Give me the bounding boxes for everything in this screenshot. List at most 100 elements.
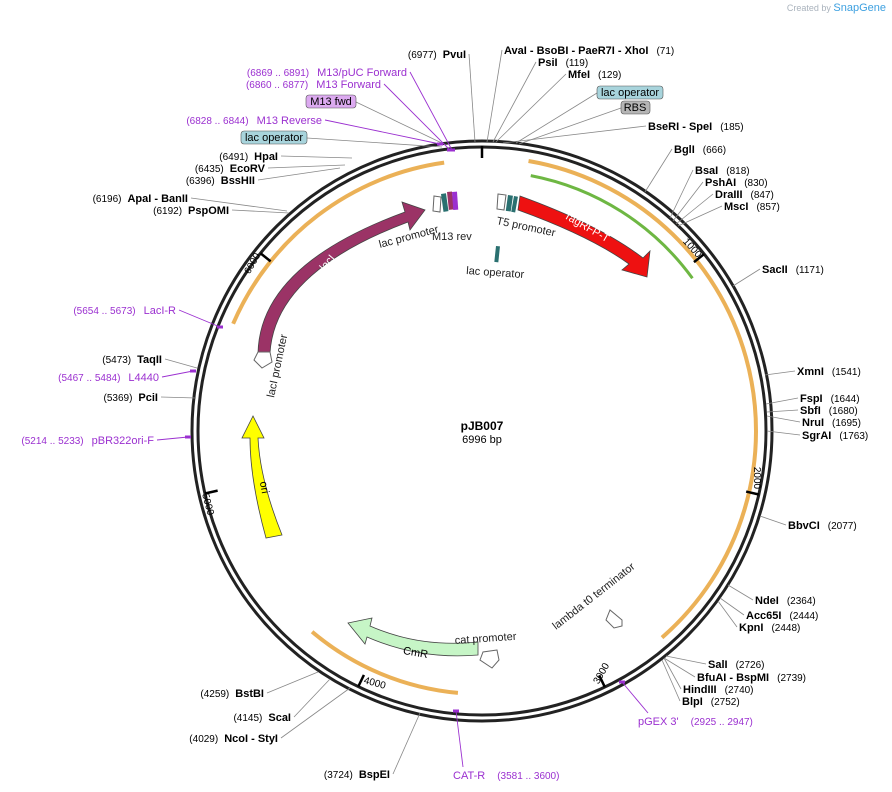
site-dra[interactable]: DraIII(847) xyxy=(715,189,774,201)
feature-cmr[interactable]: CmR xyxy=(347,617,479,661)
site-nde[interactable]: NdeI(2364) xyxy=(755,595,816,607)
primer-labels: M13/pUC Forward(6869 .. 6891)M13 Forward… xyxy=(21,67,753,782)
site-bspe[interactable]: BspEI(3724) xyxy=(324,769,390,781)
primer-pgex[interactable]: pGEX 3'(2925 .. 2947) xyxy=(619,680,753,729)
site-leader xyxy=(663,657,696,678)
site-ava[interactable]: AvaI - BsoBI - PaeR7I - XhoI(71) xyxy=(504,45,674,57)
primer-position: (6828 .. 6844) xyxy=(186,116,248,127)
site-bse[interactable]: BseRI - SpeI(185) xyxy=(648,121,744,133)
rbs-box[interactable]: RBS xyxy=(620,100,651,115)
site-name: BlpI xyxy=(682,696,703,708)
m13-fwd-box[interactable]: M13 fwd xyxy=(305,94,357,109)
site-apa[interactable]: ApaI - BanII(6196) xyxy=(93,193,188,205)
lac-operator-box-left[interactable]: lac operator xyxy=(240,130,308,145)
site-position: (2077) xyxy=(828,521,857,532)
site-ecorv[interactable]: EcoRV(6435) xyxy=(195,163,266,175)
site-blp[interactable]: BlpI(2752) xyxy=(682,696,740,708)
site-sbf[interactable]: SbfI(1680) xyxy=(800,405,858,417)
site-fsp[interactable]: FspI(1644) xyxy=(800,393,860,405)
site-sac[interactable]: SacII(1171) xyxy=(762,264,824,276)
cat-promoter-label: cat promoter xyxy=(454,631,517,647)
site-msc[interactable]: MscI(857) xyxy=(724,201,780,213)
site-mfe[interactable]: MfeI(129) xyxy=(568,69,621,81)
site-name: BssHII xyxy=(221,175,255,187)
small-feature-glyphs xyxy=(253,191,623,669)
site-position: (818) xyxy=(726,166,749,177)
site-acc[interactable]: Acc65I(2444) xyxy=(746,610,818,622)
site-bbv[interactable]: BbvCI(2077) xyxy=(788,520,857,532)
site-leader xyxy=(672,181,704,222)
primer-catr[interactable]: CAT-R(3581 .. 3600) xyxy=(453,709,559,783)
site-bsshii[interactable]: BssHII (6396) xyxy=(186,175,255,187)
site-position: (847) xyxy=(751,190,774,201)
site-position: (1644) xyxy=(831,394,860,405)
site-psh[interactable]: PshAI (830) xyxy=(705,177,768,189)
primer-lacir[interactable]: LacI-R(5654 .. 5673) xyxy=(73,305,223,329)
site-xmn[interactable]: XmnI(1541) xyxy=(797,366,861,378)
site-position: (830) xyxy=(744,178,767,189)
site-hind[interactable]: HindIII(2740) xyxy=(683,684,754,696)
site-psp[interactable]: PspOMI(6192) xyxy=(153,205,229,217)
site-leader xyxy=(392,712,421,775)
site-name: MfeI xyxy=(568,69,590,81)
box-leader xyxy=(518,107,622,145)
primer-position: (6860 .. 6877) xyxy=(246,80,308,91)
primer-m13rev[interactable]: M13 Reverse (6828 .. 6844) xyxy=(186,115,443,146)
site-psi[interactable]: PsiI(119) xyxy=(538,57,588,69)
site-name: PshAI xyxy=(705,177,736,189)
primer-position: (5467 .. 5484) xyxy=(58,373,120,384)
plasmid-size: 6996 bp xyxy=(462,434,502,446)
site-nco[interactable]: NcoI - StyI(4029) xyxy=(189,733,278,745)
site-name: ApaI - BanII xyxy=(127,193,188,205)
snapgene-logo-text: SnapGene xyxy=(833,2,886,14)
rbs-box-text: RBS xyxy=(624,102,647,114)
site-hpa[interactable]: HpaI(6491) xyxy=(219,151,278,163)
site-kpn[interactable]: KpnI(2448) xyxy=(739,622,800,634)
site-bfu[interactable]: BfuAI - BspMI (2739) xyxy=(697,672,806,684)
site-leader xyxy=(661,659,681,702)
site-leader xyxy=(293,678,331,718)
feature-tagrfp[interactable]: TagRFP-T xyxy=(517,195,651,278)
site-bgl[interactable]: BglI(666) xyxy=(674,144,726,156)
site-position: (1541) xyxy=(832,367,861,378)
credit-watermark: Created by SnapGene xyxy=(787,2,886,14)
site-leader xyxy=(677,205,723,227)
primer-m13puc[interactable]: M13/pUC Forward(6869 .. 6891) xyxy=(247,67,455,152)
primer-name: CAT-R xyxy=(453,770,485,782)
site-pvui[interactable]: PvuI(6977) xyxy=(408,49,466,61)
site-position: (1171) xyxy=(796,265,824,276)
site-position: (4029) xyxy=(189,734,218,745)
site-sca[interactable]: ScaI(4145) xyxy=(233,712,291,724)
site-pci[interactable]: PciI(5369) xyxy=(104,392,158,404)
cmr-orf-arc xyxy=(310,630,459,695)
laci-orf-arc xyxy=(231,160,445,325)
lac-operator-box-top[interactable]: lac operator xyxy=(596,85,664,100)
primer-name: M13 Reverse xyxy=(257,115,322,127)
primer-pbr[interactable]: pBR322ori-F(5214 .. 5233) xyxy=(21,435,191,447)
site-position: (5369) xyxy=(104,393,133,404)
site-position: (6192) xyxy=(153,206,182,217)
site-leader xyxy=(502,125,647,144)
primer-mark xyxy=(185,435,191,439)
site-position: (2739) xyxy=(777,673,806,684)
site-sgr[interactable]: SgrAI(1763) xyxy=(802,430,868,442)
site-leader xyxy=(644,148,673,193)
site-position: (6396) xyxy=(186,176,215,187)
site-nru[interactable]: NruI(1695) xyxy=(802,417,861,429)
site-bstb[interactable]: BstBI(4259) xyxy=(200,688,264,700)
feature-ori[interactable]: ori xyxy=(241,415,283,539)
site-leader xyxy=(766,430,801,436)
site-position: (71) xyxy=(656,46,674,57)
site-sal[interactable]: SalI(2726) xyxy=(708,659,764,671)
site-taq[interactable]: TaqII(5473) xyxy=(102,354,162,366)
site-leader xyxy=(669,169,694,219)
primer-m13fwd[interactable]: M13 Forward(6860 .. 6877) xyxy=(246,79,453,152)
site-bsa[interactable]: BsaI(818) xyxy=(695,165,750,177)
feature-laci[interactable]: lacI xyxy=(257,201,426,354)
site-name: BfuAI - BspMI xyxy=(697,672,769,684)
site-leader xyxy=(719,597,745,616)
primer-name: pBR322ori-F xyxy=(92,435,155,447)
primer-l4440[interactable]: L4440(5467 .. 5484) xyxy=(58,369,196,385)
site-leader xyxy=(257,167,341,181)
